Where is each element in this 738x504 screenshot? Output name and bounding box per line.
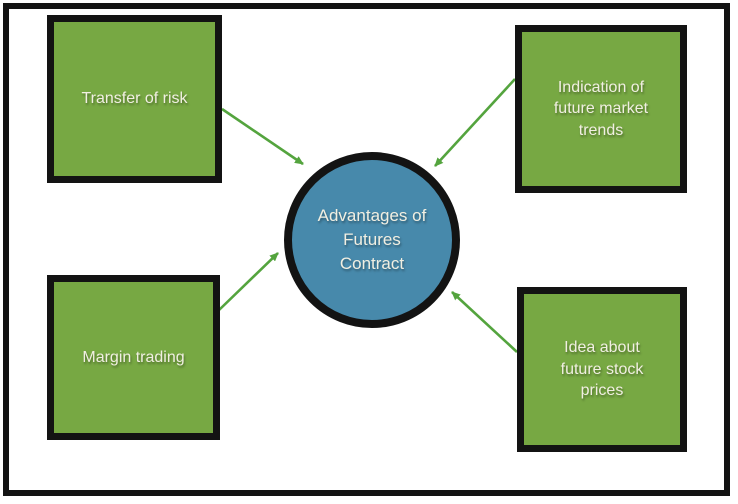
center-node-label: Advantages of Futures Contract (317, 206, 427, 273)
node-indication-of-future-market-trends: Indication of future market trends (515, 25, 687, 193)
node-margin-trading-label: Margin trading (82, 348, 185, 366)
node-idea-about-future-stock-prices-label: Idea about future stock prices (560, 339, 644, 400)
node-idea-about-future-stock-prices: Idea about future stock prices (517, 287, 687, 452)
center-node-advantages-of-futures-contract: Advantages of Futures Contract (284, 152, 460, 328)
arrow-indication-of-future-market-trends-to-center (434, 78, 516, 167)
node-transfer-of-risk: Transfer of risk (47, 15, 222, 183)
arrow-idea-about-future-stock-prices-to-center (451, 291, 518, 353)
arrow-transfer-of-risk-to-center (221, 107, 304, 166)
arrow-margin-trading-to-center (217, 252, 279, 312)
node-indication-of-future-market-trends-label: Indication of future market trends (553, 78, 649, 139)
node-transfer-of-risk-label: Transfer of risk (81, 90, 188, 108)
node-margin-trading: Margin trading (47, 275, 220, 440)
